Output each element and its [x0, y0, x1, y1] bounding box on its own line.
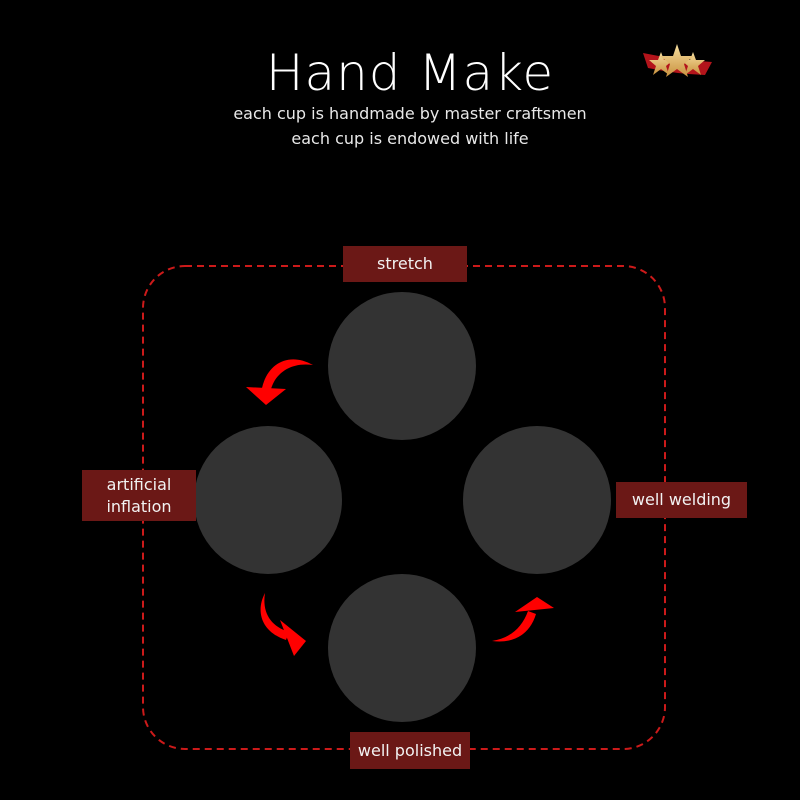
step-label-well-polished: well polished	[350, 732, 470, 769]
three-stars-ribbon-icon	[643, 44, 712, 77]
step-circle-left	[194, 426, 342, 574]
step-label-artificial-inflation: artificial inflation	[82, 470, 196, 521]
step-label-stretch: stretch	[343, 246, 467, 282]
step-label-well-welding: well welding	[616, 482, 747, 518]
subtitle-line-1: each cup is handmade by master craftsmen	[233, 104, 587, 123]
step-label-line: artificial	[106, 474, 172, 494]
page-title: Hand Make	[265, 44, 555, 102]
step-label-line: inflation	[106, 496, 172, 516]
step-circle-right	[463, 426, 611, 574]
curved-arrow-icon	[246, 359, 313, 405]
curved-arrow-icon	[260, 593, 306, 656]
step-circle-bottom	[328, 574, 476, 722]
step-circle-top	[328, 292, 476, 440]
subtitle-line-2: each cup is endowed with life	[291, 129, 529, 148]
curved-arrow-icon	[492, 597, 554, 642]
